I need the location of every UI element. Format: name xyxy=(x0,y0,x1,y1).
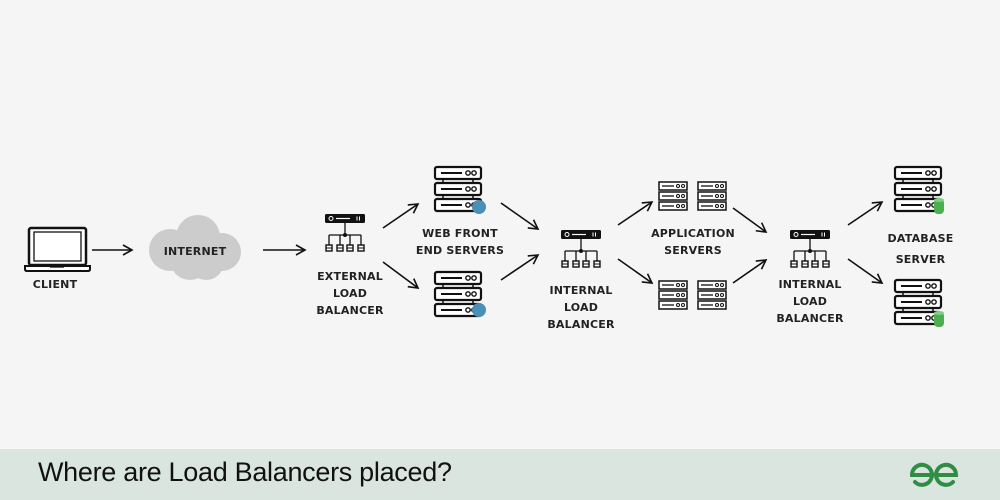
label-line: LOAD xyxy=(332,287,368,300)
arrow-intlb1-app1 xyxy=(617,201,654,226)
web-servers-label: WEB FRONT END SERVERS xyxy=(410,225,510,259)
app-servers-label: APPLICATION SERVERS xyxy=(643,225,743,259)
label-line: SERVERS xyxy=(664,244,722,257)
arrow-intlb2-db2 xyxy=(847,258,884,284)
page-title: Where are Load Balancers placed? xyxy=(38,457,452,487)
web-server-icon xyxy=(433,165,486,214)
internet-label: INTERNET xyxy=(163,245,227,258)
database-server-icon xyxy=(893,165,944,214)
label-line: BALANCER xyxy=(316,304,384,317)
label-line: INTERNAL xyxy=(778,278,842,291)
gfg-logo-icon[interactable] xyxy=(908,461,960,489)
footer-banner: Where are Load Balancers placed? xyxy=(0,449,1000,500)
label-line: EXTERNAL xyxy=(317,270,383,283)
arrow-extlb-web1 xyxy=(382,203,420,229)
arrow-app2-intlb2 xyxy=(732,259,768,284)
label-line: APPLICATION xyxy=(651,227,735,240)
label-line: DATABASE xyxy=(887,232,954,245)
app-server-icon xyxy=(658,280,688,310)
arrow-intlb2-db1 xyxy=(847,201,884,226)
label-line: BALANCER xyxy=(776,312,844,325)
connection-arrows xyxy=(92,201,884,289)
app-server-icon xyxy=(658,181,688,211)
label-line: INTERNAL xyxy=(549,284,613,297)
external-lb-label: EXTERNAL LOAD BALANCER xyxy=(305,268,395,319)
label-line: BALANCER xyxy=(547,318,615,331)
arrow-app1-intlb2 xyxy=(732,207,768,233)
web-server-icon xyxy=(433,270,486,318)
label-line: LOAD xyxy=(792,295,828,308)
load-balancer-icon xyxy=(324,213,366,252)
laptop-icon xyxy=(24,226,91,272)
arrow-intlb1-app2 xyxy=(617,258,654,284)
label-line: WEB FRONT xyxy=(422,227,498,240)
internal-lb-1-label: INTERNAL LOAD BALANCER xyxy=(536,282,626,333)
label-line: SERVER xyxy=(895,253,946,266)
app-server-icon xyxy=(697,181,727,211)
database-server-label: DATABASE SERVER xyxy=(873,228,968,270)
database-server-icon xyxy=(893,278,944,327)
app-server-icon xyxy=(697,280,727,310)
internal-lb-2-label: INTERNAL LOAD BALANCER xyxy=(765,276,855,327)
label-line: LOAD xyxy=(563,301,599,314)
load-balancer-icon xyxy=(560,229,602,268)
label-line: END SERVERS xyxy=(415,244,505,257)
cloud-icon xyxy=(149,215,241,280)
client-label: CLIENT xyxy=(32,278,78,291)
arrow-web1-intlb1 xyxy=(500,202,540,230)
arrow-web2-intlb1 xyxy=(500,254,540,281)
load-balancer-icon xyxy=(789,229,831,268)
arrow-extlb-web2 xyxy=(382,261,420,289)
